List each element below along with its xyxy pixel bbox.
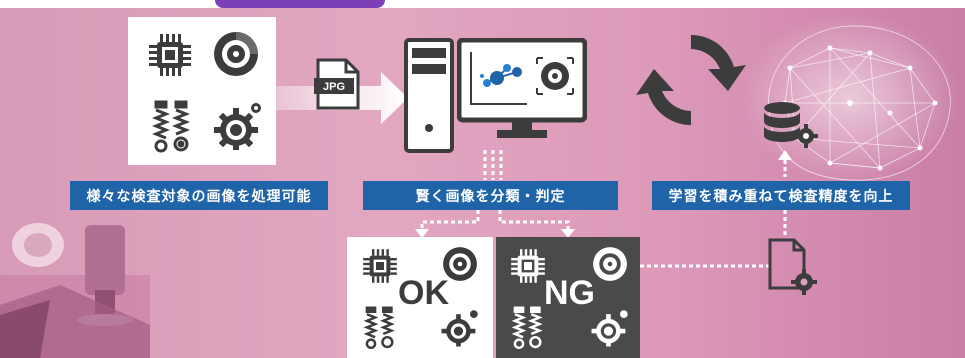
monitor-icon bbox=[457, 38, 587, 138]
input-caption: 様々な検査対象の画像を処理可能 bbox=[70, 181, 328, 210]
top-purple-fragment bbox=[215, 0, 385, 8]
chip-icon bbox=[511, 249, 545, 283]
gear-icon bbox=[441, 310, 478, 347]
gear-icon bbox=[214, 103, 261, 150]
spring-icon bbox=[151, 100, 191, 153]
ng-label: NG bbox=[544, 274, 595, 312]
document-gear-icon bbox=[768, 238, 817, 295]
brake-disc-icon bbox=[443, 247, 477, 281]
gear-icon bbox=[591, 310, 628, 347]
jpg-file-icon bbox=[314, 58, 360, 110]
jpg-label: JPG bbox=[322, 81, 345, 93]
microscope-photo bbox=[0, 223, 150, 358]
refresh-cycle-icon bbox=[636, 35, 746, 125]
computer-icon bbox=[404, 38, 454, 153]
spring-icon bbox=[511, 306, 543, 350]
top-strip bbox=[0, 0, 965, 8]
chip-icon bbox=[363, 249, 397, 283]
ok-label: OK bbox=[398, 274, 449, 312]
database-icon bbox=[764, 102, 818, 148]
classify-caption: 賢く画像を分類・判定 bbox=[363, 181, 618, 210]
learning-caption: 学習を積み重ねて検査精度を向上 bbox=[652, 181, 910, 210]
brake-disc-icon bbox=[593, 247, 627, 281]
spring-icon bbox=[363, 306, 395, 350]
brake-disc-icon bbox=[214, 32, 258, 76]
chip-icon bbox=[149, 34, 191, 76]
